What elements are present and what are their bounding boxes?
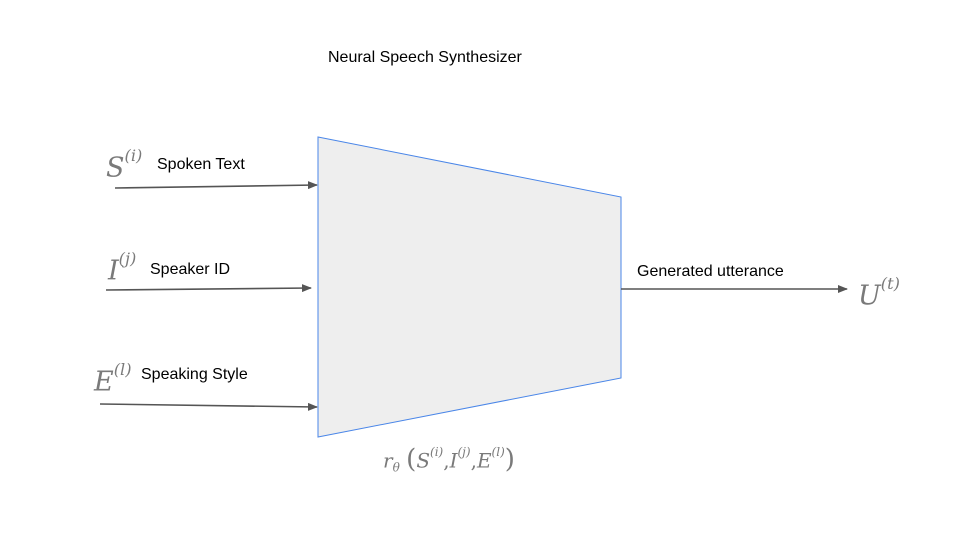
symbol-index: (t) [880, 274, 900, 293]
symbol-letter: S [106, 152, 125, 184]
formula-arg-2-symbol: I [449, 448, 458, 473]
arrow-speaking-style [99, 402, 318, 411]
formula-arg-1-index: (i) [430, 445, 444, 459]
symbol-spoken-text: S(i) [106, 146, 143, 184]
formula-close-paren: ) [504, 444, 515, 475]
label-speaking-style: Speaking Style [141, 366, 248, 383]
formula-arg-3-symbol: E [476, 448, 492, 473]
diagram-title: Neural Speech Synthesizer [328, 49, 522, 66]
arrow-spoken-text [114, 181, 318, 190]
synthesizer-formula: rθ (S(i),I(j),E(l)) [383, 446, 515, 474]
formula-comma-1: , [443, 448, 450, 473]
symbol-index: (j) [118, 249, 137, 268]
symbol-letter: I [108, 255, 119, 287]
formula-arg-2-index: (j) [457, 445, 471, 459]
formula-comma-2: , [470, 448, 477, 473]
symbol-output: U(t) [858, 274, 900, 312]
symbol-speaker-id: I(j) [108, 249, 137, 287]
formula-param: θ [392, 460, 400, 475]
label-speaker-id: Speaker ID [150, 261, 231, 278]
symbol-index: (i) [124, 146, 143, 165]
symbol-letter: U [858, 280, 881, 312]
formula-func: r [383, 448, 393, 473]
arrow-speaker-id [105, 284, 312, 293]
synthesizer-block [317, 136, 622, 438]
symbol-index: (l) [113, 360, 132, 379]
formula-arg-3-index: (l) [491, 445, 505, 459]
label-spoken-text: Spoken Text [157, 156, 245, 173]
label-generated-utterance: Generated utterance [637, 263, 784, 280]
formula-open-paren: ( [406, 444, 417, 475]
formula-arg-1-symbol: S [416, 448, 431, 473]
symbol-letter: E [94, 366, 114, 398]
symbol-speaking-style: E(l) [94, 360, 132, 398]
